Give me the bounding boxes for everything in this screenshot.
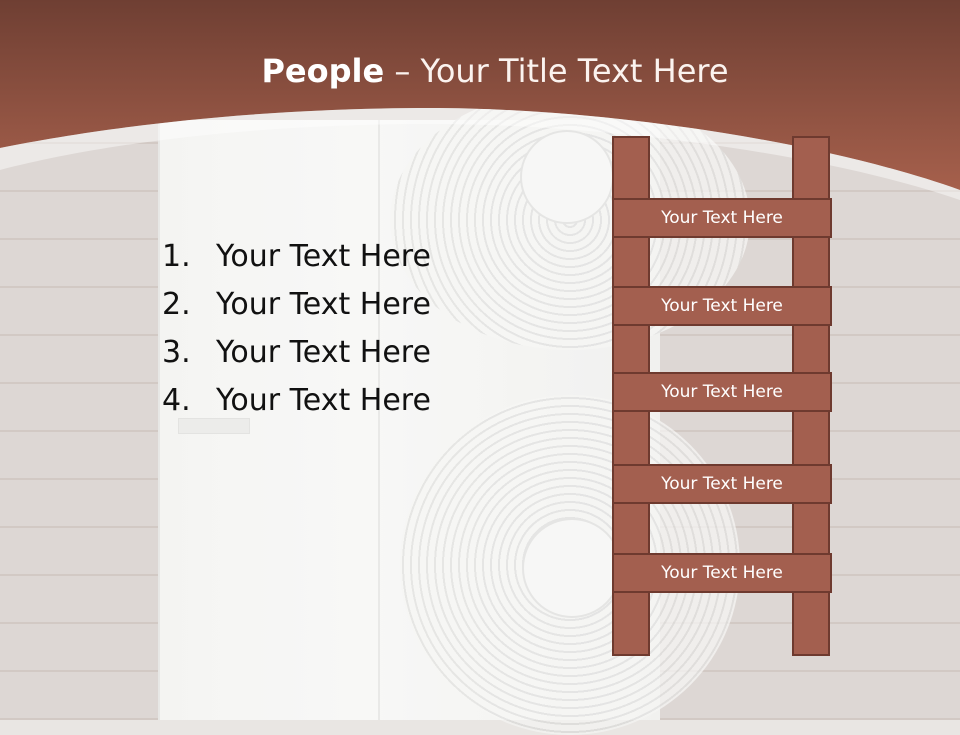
ladder-rung-3: Your Text Here bbox=[612, 372, 832, 412]
background-fan-top-hub bbox=[520, 130, 614, 224]
list-item: 3. Your Text Here bbox=[162, 328, 431, 376]
list-item: 2. Your Text Here bbox=[162, 280, 431, 328]
background-vent bbox=[178, 418, 250, 434]
list-text: Your Text Here bbox=[216, 382, 431, 418]
ladder-rung-2: Your Text Here bbox=[612, 286, 832, 326]
background-ac-seam bbox=[378, 120, 380, 720]
title-dash: – bbox=[384, 52, 421, 90]
list-text: Your Text Here bbox=[216, 238, 431, 274]
ladder-rung-1: Your Text Here bbox=[612, 198, 832, 238]
list-item: 1. Your Text Here bbox=[162, 232, 431, 280]
ladder-rung-4: Your Text Here bbox=[612, 464, 832, 504]
title-rest: Your Title Text Here bbox=[420, 52, 729, 90]
list-item: 4. Your Text Here bbox=[162, 376, 431, 424]
list-number: 1. bbox=[162, 238, 191, 274]
list-number: 2. bbox=[162, 286, 191, 322]
background-fan-bottom-hub bbox=[522, 518, 622, 618]
list-number: 3. bbox=[162, 334, 191, 370]
numbered-list: 1. Your Text Here 2. Your Text Here 3. Your… bbox=[162, 232, 431, 424]
title-bold: People bbox=[261, 52, 385, 90]
header-band bbox=[0, 0, 960, 200]
list-number: 4. bbox=[162, 382, 191, 418]
list-text: Your Text Here bbox=[216, 286, 431, 322]
slide-title: People – Your Title Text Here bbox=[0, 52, 960, 90]
list-text: Your Text Here bbox=[216, 334, 431, 370]
ladder-rung-5: Your Text Here bbox=[612, 553, 832, 593]
